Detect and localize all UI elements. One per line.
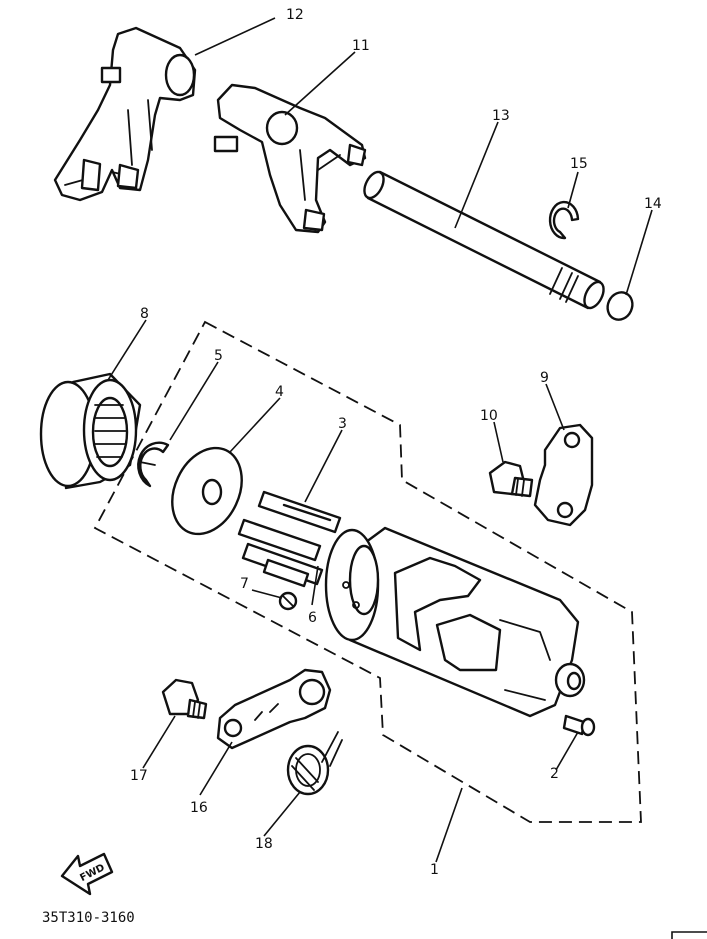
o-ring-14 — [606, 291, 634, 321]
lever-16 — [216, 668, 332, 750]
callout-5: 5 — [214, 348, 223, 364]
leader-7 — [251, 589, 283, 599]
spring-18 — [286, 731, 343, 796]
callout-14: 14 — [644, 196, 662, 212]
circlip-5 — [137, 441, 170, 488]
leader-8 — [107, 319, 147, 381]
callout-3: 3 — [338, 416, 347, 432]
callout-15: 15 — [570, 156, 588, 172]
pin-6 — [262, 558, 310, 588]
callout-1: 1 — [430, 862, 439, 878]
leader-17 — [142, 715, 176, 769]
leader-18 — [263, 791, 301, 837]
assembly-boundary — [93, 320, 642, 823]
screw-7 — [278, 591, 298, 611]
bolt-10 — [488, 460, 534, 498]
stopper-plate-9 — [533, 423, 594, 527]
leader-6 — [311, 565, 319, 606]
shift-drum-1 — [324, 526, 586, 718]
leader-10 — [493, 421, 504, 463]
shift-fork-11 — [213, 83, 367, 234]
leader-5 — [169, 361, 219, 441]
leader-9 — [545, 383, 565, 431]
callout-2: 2 — [550, 766, 559, 782]
leader-11 — [284, 51, 356, 116]
pin-2 — [562, 714, 596, 737]
callout-18: 18 — [255, 836, 273, 852]
callout-9: 9 — [540, 370, 549, 386]
shift-fork-12 — [53, 26, 197, 202]
callout-17: 17 — [130, 768, 148, 784]
callout-6: 6 — [308, 610, 317, 626]
leader-4 — [229, 397, 281, 453]
part-number: 35T310-3160 — [42, 910, 135, 926]
bearing-8 — [39, 372, 142, 490]
callout-16: 16 — [190, 800, 208, 816]
leader-3 — [304, 429, 343, 503]
callout-8: 8 — [140, 306, 149, 322]
leader-2 — [555, 731, 579, 771]
leader-15 — [567, 171, 579, 209]
forward-arrow-icon: FWD — [60, 852, 114, 896]
leader-13 — [454, 121, 499, 229]
callout-11: 11 — [352, 38, 370, 54]
guide-bar-13 — [363, 170, 605, 310]
callout-12: 12 — [286, 7, 304, 23]
callout-7: 7 — [240, 576, 249, 592]
callout-10: 10 — [480, 408, 498, 424]
leader-12 — [194, 17, 276, 56]
leader-14 — [625, 209, 653, 296]
callout-13: 13 — [492, 108, 510, 124]
circlip-15 — [548, 200, 580, 240]
callout-4: 4 — [275, 384, 284, 400]
leader-16 — [199, 741, 233, 796]
page-corner-mark — [671, 931, 707, 939]
leader-1 — [435, 787, 463, 863]
washer-4 — [171, 446, 243, 536]
bolt-17 — [161, 678, 208, 720]
